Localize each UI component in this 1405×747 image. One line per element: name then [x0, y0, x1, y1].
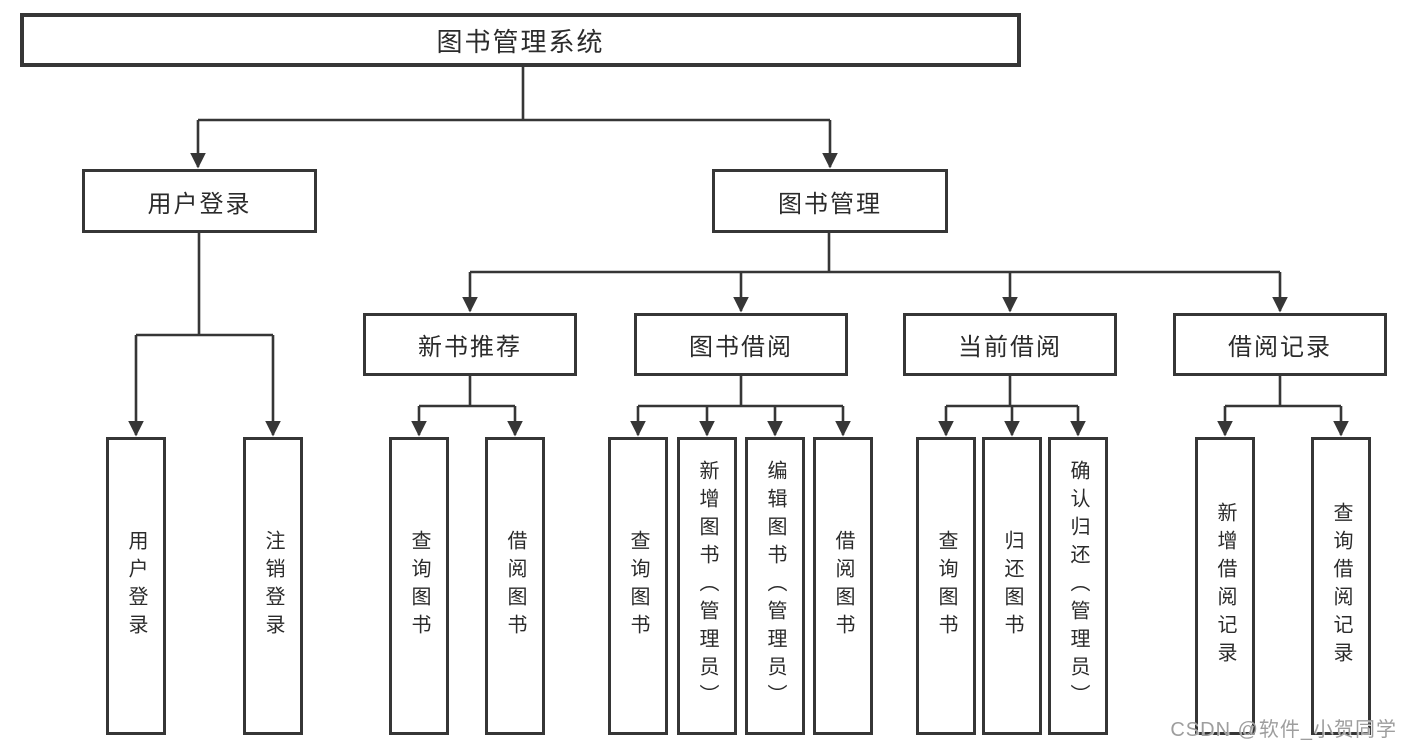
node-borrowing-records-label: 借阅记录: [1228, 334, 1332, 361]
node-root-label: 图书管理系统: [436, 26, 605, 57]
leaf-edit-book-admin: 编辑图书（管理员）: [745, 437, 805, 735]
leaf-borrow-books-recommend-label: 借阅图书: [504, 530, 526, 642]
node-book-management-label: 图书管理: [778, 190, 882, 218]
leaf-user-login-label: 用户登录: [125, 530, 147, 642]
node-borrowing-records: 借阅记录: [1173, 313, 1387, 376]
node-book-management: 图书管理: [712, 169, 948, 233]
node-user-login-label: 用户登录: [147, 190, 252, 218]
leaf-search-borrow-record-label: 查询借阅记录: [1330, 502, 1352, 670]
leaf-logout: 注销登录: [243, 437, 303, 735]
leaf-confirm-return-admin: 确认归还（管理员）: [1048, 437, 1108, 735]
leaf-add-borrow-record-label: 新增借阅记录: [1214, 502, 1236, 670]
leaf-return-books: 归还图书: [982, 437, 1042, 735]
leaf-add-borrow-record: 新增借阅记录: [1195, 437, 1255, 735]
leaf-borrow-books-borrowing-label: 借阅图书: [832, 530, 854, 642]
leaf-confirm-return-admin-label: 确认归还（管理员）: [1067, 460, 1089, 712]
leaf-logout-label: 注销登录: [262, 530, 284, 642]
leaf-edit-book-admin-label: 编辑图书（管理员）: [764, 460, 786, 712]
leaf-search-books-borrowing-label: 查询图书: [627, 530, 649, 642]
leaf-search-books-recommend-label: 查询图书: [408, 530, 430, 642]
leaf-return-books-label: 归还图书: [1001, 530, 1023, 642]
node-book-borrowing: 图书借阅: [634, 313, 848, 376]
node-current-borrowing: 当前借阅: [903, 313, 1117, 376]
leaf-user-login: 用户登录: [106, 437, 166, 735]
node-book-borrowing-label: 图书借阅: [689, 334, 793, 361]
leaf-search-books-current: 查询图书: [916, 437, 976, 735]
leaf-borrow-books-borrowing: 借阅图书: [813, 437, 873, 735]
watermark: CSDN @软件_小贺同学: [1170, 719, 1397, 741]
node-new-book-recommendation: 新书推荐: [363, 313, 577, 376]
leaf-search-books-current-label: 查询图书: [935, 530, 957, 642]
node-user-login: 用户登录: [82, 169, 317, 233]
node-new-book-recommendation-label: 新书推荐: [418, 334, 522, 361]
leaf-search-books-recommend: 查询图书: [389, 437, 449, 735]
leaf-add-book-admin-label: 新增图书（管理员）: [696, 460, 718, 712]
leaf-search-borrow-record: 查询借阅记录: [1311, 437, 1371, 735]
node-root: 图书管理系统: [20, 13, 1021, 67]
node-current-borrowing-label: 当前借阅: [958, 334, 1062, 361]
leaf-borrow-books-recommend: 借阅图书: [485, 437, 545, 735]
leaf-search-books-borrowing: 查询图书: [608, 437, 668, 735]
leaf-add-book-admin: 新增图书（管理员）: [677, 437, 737, 735]
